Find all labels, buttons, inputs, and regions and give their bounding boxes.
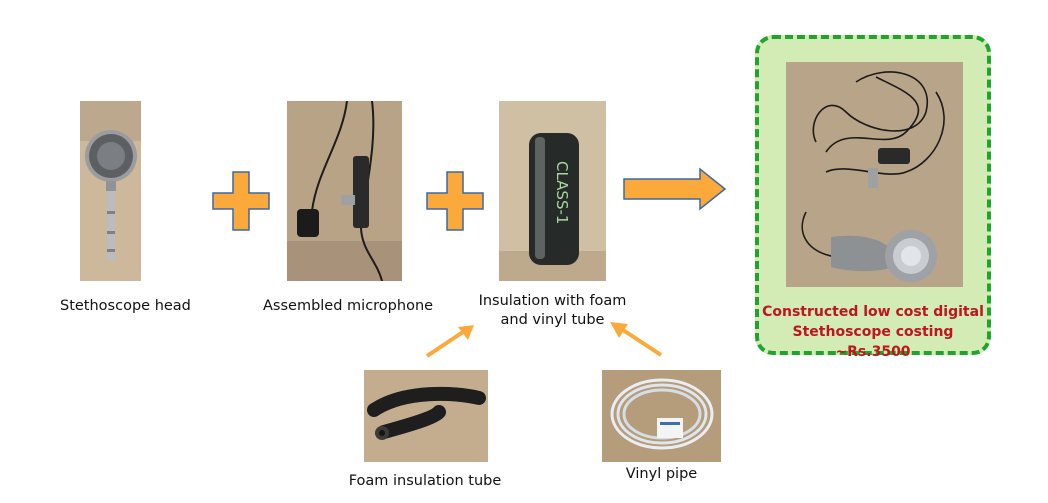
vinyl-pipe-photo [602, 370, 721, 462]
result-caption-line2: Stethoscope costing ~Rs.3500 [792, 324, 954, 360]
up-left-arrow-icon [610, 322, 663, 357]
stethoscope-head-label: Stethoscope head [60, 298, 191, 314]
result-caption: Constructed low cost digital Stethoscope… [755, 302, 991, 362]
assembled-microphone-label: Assembled microphone [263, 298, 434, 314]
foam-tube-photo [364, 370, 488, 462]
plus-icon [426, 171, 484, 231]
foam-tube-label: Foam insulation tube [348, 473, 502, 489]
plus-icon [212, 171, 270, 231]
vinyl-pipe-label: Vinyl pipe [625, 466, 698, 482]
insulation-label-line2: and vinyl tube [500, 312, 605, 328]
result-caption-line1: Constructed low cost digital [762, 304, 984, 320]
right-arrow-icon [623, 167, 727, 211]
up-right-arrow-icon [425, 325, 474, 358]
stethoscope-head-photo [80, 101, 141, 281]
tube-print-text: CLASS-1 [553, 161, 571, 224]
insulation-label: Insulation with foam and vinyl tube [455, 292, 650, 330]
insulated-tube-photo: CLASS-1 [499, 101, 606, 281]
digital-stethoscope-photo [786, 62, 963, 287]
insulation-label-line1: Insulation with foam [478, 293, 627, 309]
assembled-microphone-photo [287, 101, 402, 281]
